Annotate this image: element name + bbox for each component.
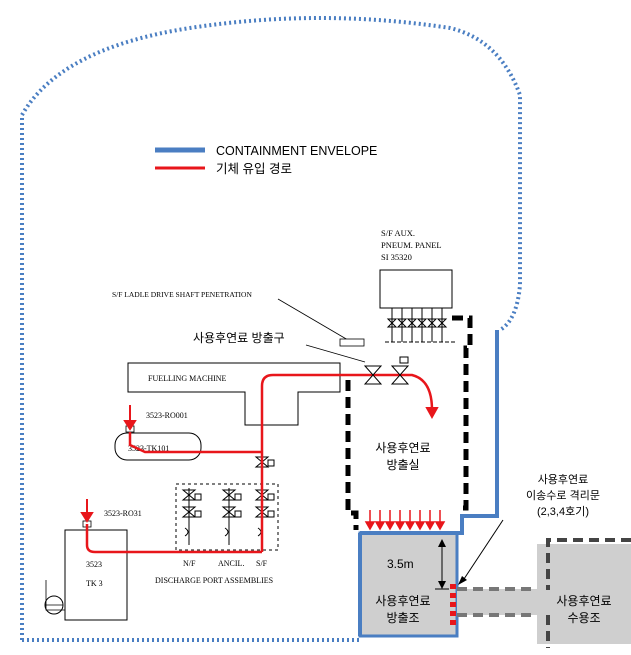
gas-inflow-path <box>85 373 434 554</box>
discharge-bay-line-1: 사용후연료 <box>375 594 430 608</box>
pool-inflow-arrows <box>364 510 446 531</box>
ladle-drive-shaft-penetration: S/F LADLE DRIVE SHAFT PENETRATION <box>112 290 365 347</box>
discharge-bay-line-2: 방출조 <box>386 611 419 625</box>
fuelling-machine-label: FUELLING MACHINE <box>148 374 227 383</box>
tk101-label: 3523-TK101 <box>128 444 169 453</box>
depth-dimension: 3.5m <box>387 539 449 590</box>
penetration-fitting <box>339 338 365 347</box>
ro31-label: 3523-RO31 <box>104 509 142 518</box>
discharge-bay-label: 사용후연료 방출조 <box>375 594 430 625</box>
discharge-port-assemblies-label: DISCHARGE PORT ASSEMBLIES <box>155 576 273 585</box>
sf-aux-panel-line-2: PNEUM. PANEL <box>381 240 442 250</box>
sf-aux-pneumatic-panel: S/F AUX. PNEUM. PANEL SI 35320 <box>379 228 455 343</box>
isolation-gate-line-1: 사용후연료 <box>538 473 589 486</box>
sf-aux-panel-line-3: SI 35320 <box>381 252 412 262</box>
port-nf-label: N/F <box>183 559 196 568</box>
port-ancil-label: ANCIL. <box>218 559 244 568</box>
tk3-label: TK 3 <box>86 579 103 588</box>
tank-number-label: 3523 <box>86 560 102 569</box>
storage-bay-line-1: 사용후연료 <box>556 594 611 608</box>
discharge-port-callout: 사용후연료 방출구 <box>193 331 366 363</box>
discharge-room-line-2: 방출실 <box>386 458 419 472</box>
sf-aux-panel-line-1: S/F AUX. <box>381 228 415 238</box>
spent-fuel-transfer-canal <box>457 587 537 617</box>
discharge-room-line-1: 사용후연료 <box>375 441 430 455</box>
ladle-penetration-label: S/F LADLE DRIVE SHAFT PENETRATION <box>112 290 252 299</box>
legend-gas-path-label: 기체 유입 경로 <box>216 162 292 176</box>
isolation-gate-line-3: (2,3,4호기) <box>537 505 589 518</box>
tank-tk3: 3523 TK 3 3523-RO31 <box>44 509 142 621</box>
storage-bay-label: 사용후연료 수용조 <box>556 594 611 625</box>
storage-bay-line-2: 수용조 <box>567 611 600 625</box>
discharge-room-label: 사용후연료 방출실 <box>375 441 430 472</box>
gas-inflow-arrows <box>80 405 439 523</box>
depth-label: 3.5m <box>387 557 414 571</box>
ro001-label: 3523-RO001 <box>146 411 188 420</box>
discharge-room-walls <box>345 315 473 530</box>
legend: CONTAINMENT ENVELOPE 기체 유입 경로 <box>155 144 377 176</box>
containment-envelope <box>20 16 522 642</box>
legend-containment-label: CONTAINMENT ENVELOPE <box>216 144 377 158</box>
discharge-valves <box>363 356 410 385</box>
isolation-gate-line-2: 이송수로 격리문 <box>526 489 600 502</box>
port-sf-label: S/F <box>256 559 268 568</box>
sf-discharge-port-label: 사용후연료 방출구 <box>193 331 285 345</box>
fuelling-machine: FUELLING MACHINE <box>127 362 341 426</box>
isolation-gate-label: 사용후연료 이송수로 격리문 (2,3,4호기) <box>526 473 600 518</box>
spent-fuel-storage-bay <box>537 538 631 648</box>
isolation-gate <box>450 519 504 628</box>
